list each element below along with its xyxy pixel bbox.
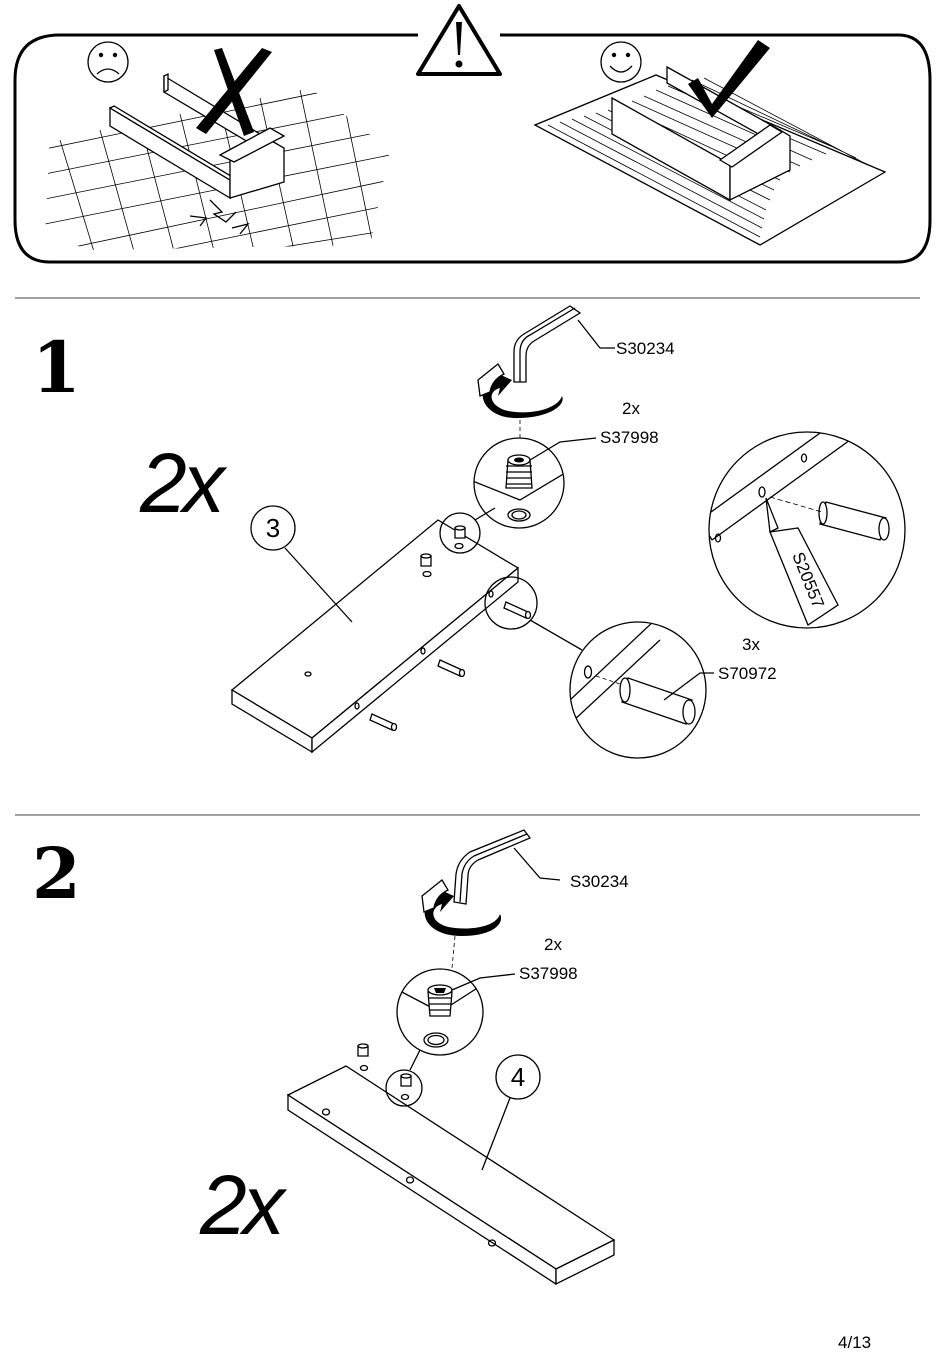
cross-mark-icon <box>196 48 272 136</box>
part-4-badge <box>495 1054 541 1100</box>
dowel <box>437 659 466 678</box>
warning-triangle-icon <box>416 4 502 76</box>
dowel <box>503 601 532 620</box>
allen-key-tool <box>453 829 532 905</box>
cam-callout-circle <box>385 1069 423 1107</box>
rotation-arrow-icon <box>477 363 563 419</box>
step-2-tool-code: S30234 <box>570 872 629 891</box>
page-number: 4/13 <box>838 1333 871 1352</box>
step-2: 2 2x S30234 2x S37998 <box>32 829 629 1286</box>
cam-callout-circle <box>439 512 481 554</box>
check-mark-icon <box>688 40 770 118</box>
cam-lock-detail <box>473 437 565 529</box>
step-1-dowel-code: S70972 <box>718 664 777 683</box>
allen-key-tool <box>513 305 582 383</box>
dowel-detail <box>569 621 707 759</box>
happy-face-icon <box>600 41 642 83</box>
panel-3 <box>230 519 532 754</box>
step-1-cam-code: S37998 <box>600 428 659 447</box>
rotation-arrow-icon <box>421 879 502 936</box>
dowel-callout-circle <box>484 576 538 630</box>
warning-panel <box>13 4 932 264</box>
sad-face-icon <box>87 41 129 83</box>
step-1-dowel-count: 3x <box>742 635 760 654</box>
part-3-badge <box>250 505 296 551</box>
correct-drawer <box>611 65 791 202</box>
cam-lock-detail <box>396 968 484 1056</box>
dowel <box>369 713 398 732</box>
step-1-quantity: 2x <box>139 436 228 530</box>
step-2-number: 2 <box>32 832 81 915</box>
glue-detail: S20557 <box>708 431 906 629</box>
step-1-cam-count: 2x <box>622 399 640 418</box>
step-2-cam-count: 2x <box>544 935 562 954</box>
step-2-cam-code: S37998 <box>519 964 578 983</box>
wrong-drawer <box>108 72 286 235</box>
step-1: 1 2x S30234 2x S37998 <box>32 305 906 759</box>
part-4-number: 4 <box>511 1062 525 1092</box>
part-3-number: 3 <box>266 513 280 543</box>
step-1-number: 1 <box>32 326 81 409</box>
panel-4 <box>286 1043 616 1286</box>
step-2-quantity: 2x <box>199 1158 288 1252</box>
step-1-tool-code: S30234 <box>616 339 675 358</box>
